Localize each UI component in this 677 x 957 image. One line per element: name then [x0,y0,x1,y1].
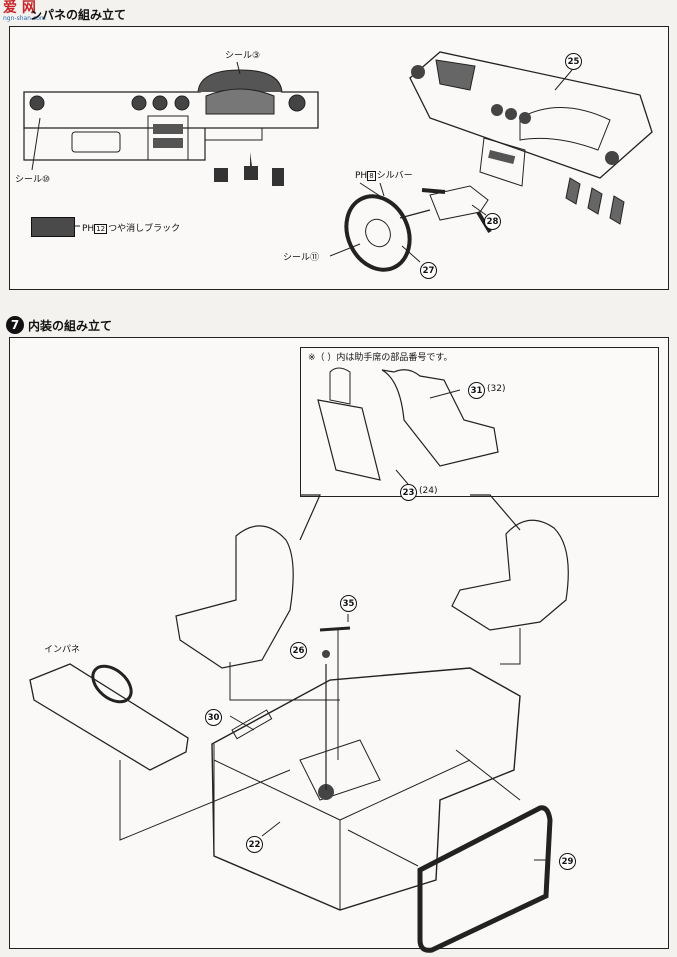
label-seal-10: シール⑩ [15,175,51,185]
watermark-text: 爱 网 [3,0,36,16]
step6-title: ンパネの組み立て [30,8,127,22]
part-number-25: 25 [565,53,582,70]
part-number-32: (32) [487,384,506,394]
step7-number: 7 [6,316,24,334]
ph-mark: PH [82,224,95,234]
paint-black-label: つや消しブラック [108,224,181,234]
watermark-url: ngn-shan.com [3,15,46,22]
part-number-31: 31 [468,382,485,399]
part-number-28: 28 [484,213,501,230]
step7-title: 内装の組み立て [28,318,113,333]
step7-heading: 7 内装の組み立て [6,316,112,334]
passenger-note: ※（ ）内は助手席の部品番号です。 [308,353,453,363]
part-number-35: 35 [340,595,357,612]
part-number-29: 29 [559,853,576,870]
part-number-26: 26 [290,642,307,659]
paint-code-silver: 8 [367,171,376,181]
part-number-30: 30 [205,709,222,726]
seat-detail-callout [300,347,659,497]
inpane-label: インパネ [44,645,81,655]
paint-silver-label: シルバー [376,171,413,181]
part-number-27: 27 [420,262,437,279]
matte-black-swatch [31,217,75,237]
part-number-22: 22 [246,836,263,853]
part-number-24: (24) [419,486,438,496]
part-number-23: 23 [400,484,417,501]
label-seal-11: シール⑪ [283,253,320,263]
step6-panel [9,26,669,290]
paint-code-black: 12 [94,224,108,234]
site-watermark: 爱 网 ngn-shan.com [3,1,46,22]
step6-heading: ンパネの組み立て [30,6,126,23]
ph-mark: PH [355,171,368,181]
label-seal-3: シール③ [225,51,261,61]
